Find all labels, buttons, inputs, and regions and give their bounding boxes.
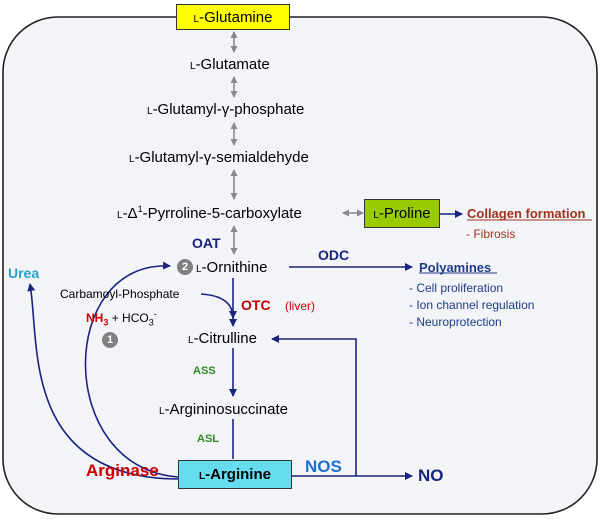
fibrosis-label: - Fibrosis [466,227,516,241]
glutamate-label: L-Glutamate [190,56,270,73]
p5c-label: L-Δ1-Pyrroline-5-carboxylate [117,204,302,222]
ornithine-label: L-Ornithine [196,259,268,276]
polyamine-effect-3: - Neuroprotection [409,315,502,329]
oat-label: OAT [192,235,221,251]
arginase-label: Arginase [86,461,159,480]
arrow-arg-ornithine [84,261,179,478]
polyamines-label: Polyamines [419,260,492,275]
nh3-label: NH3 [86,311,109,328]
argininosuccinate-label: L-Argininosuccinate [159,401,288,418]
proline-label: L-Proline [373,205,431,222]
polyamine-effect-1: - Cell proliferation [409,281,504,295]
ass-label: ASS [193,365,216,377]
urea-label: Urea [8,265,40,281]
otc-note: (liver) [285,299,315,313]
no-label: NO [418,466,444,485]
otc-label: OTC [241,297,271,313]
glutamine-box: L-Glutamine [176,4,290,30]
polyamine-effect-2: - Ion channel regulation [409,298,535,312]
glutamyl-phosphate-label: L-Glutamyl-γ-phosphate [147,101,305,118]
glutamine-label: L-Glutamine [193,8,273,26]
arrow-arg-urea [27,283,179,480]
arginine-label: L-Arginine [199,466,271,483]
proline-box: L-Proline [364,199,440,228]
collagen-label: Collagen formation [467,206,586,221]
glutamyl-semialdehyde-label: L-Glutamyl-γ-semialdehyde [129,149,309,166]
arrow-no-citrulline [271,335,357,476]
odc-label: ODC [318,247,350,263]
nh3-hco3-group: NH3 + HCO3- [86,310,157,327]
cell-boundary [2,16,598,515]
asl-label: ASL [197,433,219,445]
citrulline-label: L-Citrulline [188,330,257,347]
carbamoyl-phosphate-label: Carbamoyl-Phosphate [60,287,180,301]
marker-1: 1 [102,332,118,348]
arginine-box: L-Arginine [178,460,292,489]
marker-2: 2 [177,259,193,275]
nos-label: NOS [305,457,342,476]
hco3-label: + HCO3- [111,309,157,328]
